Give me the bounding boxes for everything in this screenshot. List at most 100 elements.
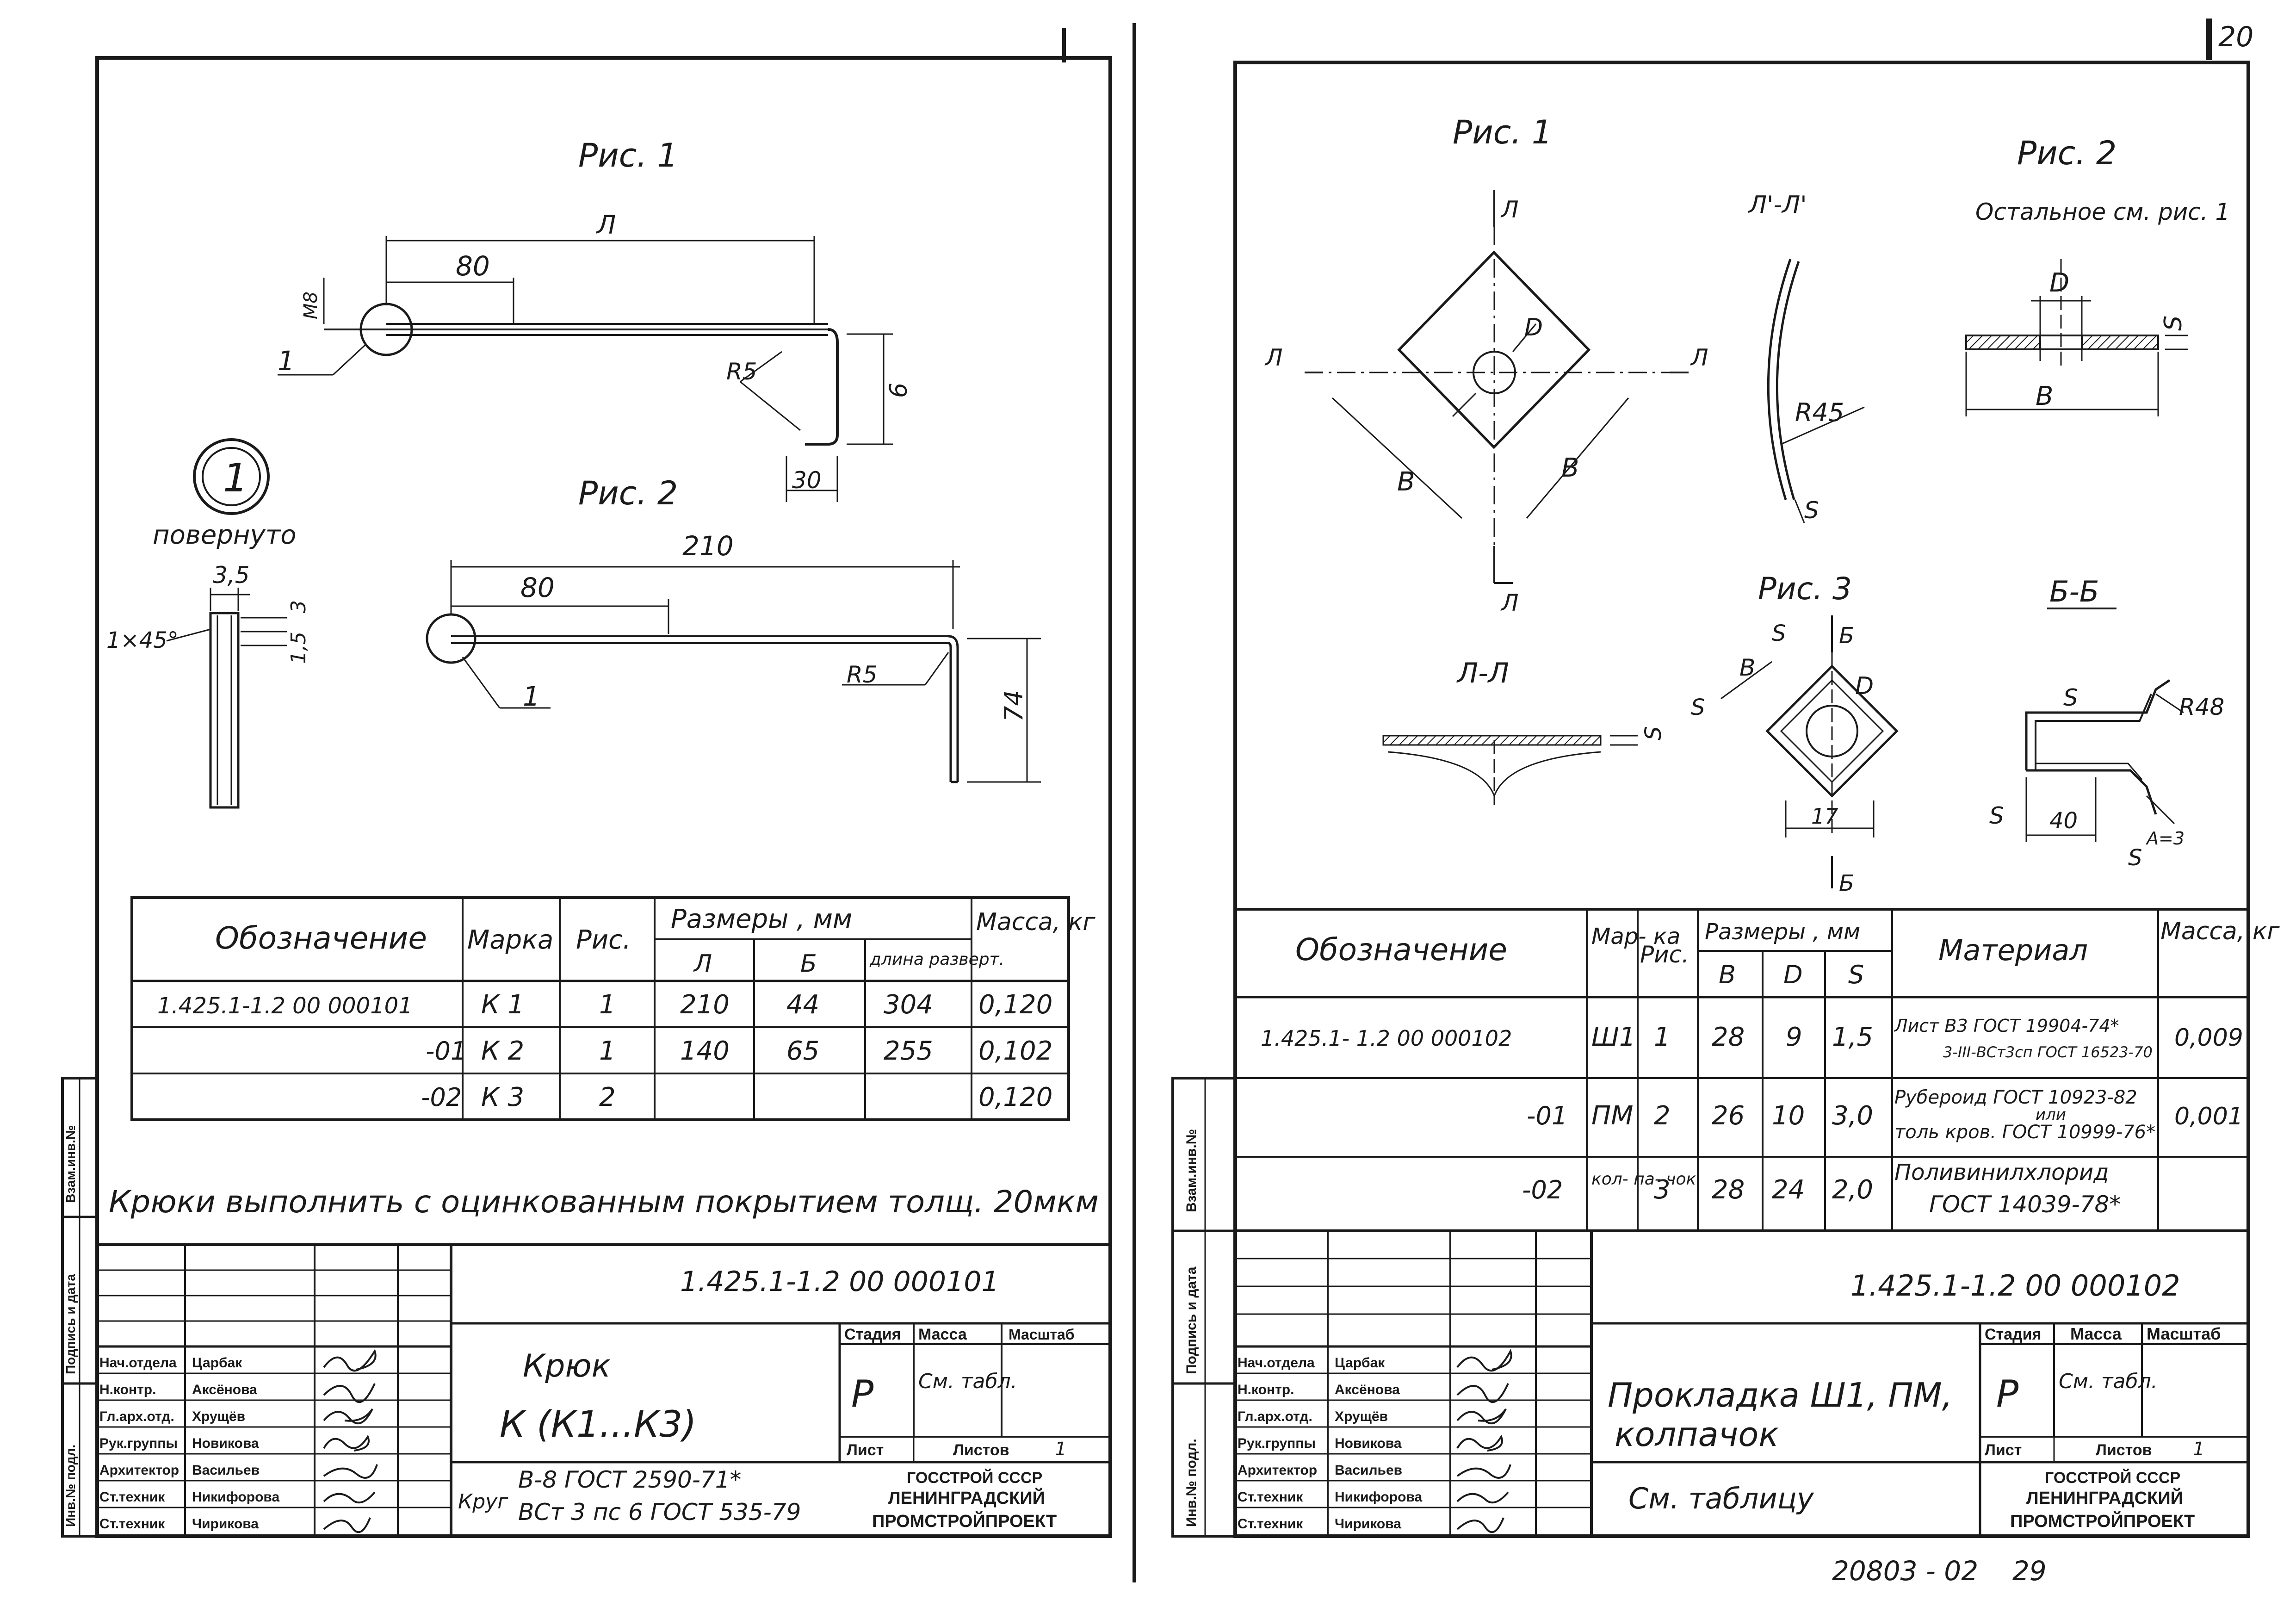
right-th-fig: Рис.	[1640, 941, 1689, 968]
right-sec-a1-r45: R45	[1795, 398, 1844, 427]
right-fig3-b-top: Б	[1839, 623, 1854, 649]
right-name-7: Чирикова	[1335, 1516, 1401, 1532]
left-th-len: длина разверт.	[869, 950, 1004, 969]
left-fig1-title: Рис. 1	[578, 136, 678, 174]
left-fig2-dim-74: 74	[999, 690, 1028, 722]
right-name-5: Васильев	[1335, 1463, 1402, 1478]
left-stamp-org3: ПРОМСТРОЙПРОЕКТ	[872, 1510, 1057, 1531]
left-name-5: Васильев	[192, 1463, 260, 1478]
left-th-dims: Размеры , мм	[671, 904, 852, 934]
right-signatures	[1456, 1348, 1512, 1533]
left-name-2: Аксёнова	[192, 1382, 257, 1397]
right-row3-mat1: Поливинилхлорид	[1894, 1160, 2109, 1185]
right-stamp-name3: См. таблицу	[1628, 1482, 1814, 1515]
left-stamp-name1: Крюк	[523, 1348, 611, 1384]
left-row2-b: 65	[786, 1036, 819, 1066]
right-fig2-b: В	[2036, 381, 2053, 411]
right-row3-fig: 3	[1654, 1175, 1671, 1205]
left-note: Крюки выполнить с оцинкованным покрытием…	[109, 1184, 1099, 1220]
left-fig2-leader-1: 1	[523, 681, 540, 712]
right-sec-a1-s: S	[1804, 497, 1819, 524]
left-name-4: Новикова	[192, 1436, 259, 1451]
right-row1-mass: 0,009	[2174, 1024, 2243, 1052]
right-role-7: Ст.техник	[1238, 1516, 1303, 1532]
right-fig2-title: Рис. 2	[2017, 134, 2117, 172]
left-side-2: Подпись и дата	[63, 1274, 78, 1374]
right-sec-bb-title: Б-Б	[2049, 575, 2099, 608]
right-role-4: Рук.группы	[1238, 1436, 1316, 1451]
right-th-mark: Мар- ка	[1591, 924, 1680, 949]
right-row1-d: 9	[1786, 1022, 1802, 1052]
left-role-1: Нач.отдела	[99, 1355, 177, 1371]
left-stamp-mass-h: Масса	[918, 1326, 967, 1343]
left-row1-a: 210	[680, 990, 730, 1020]
right-sheet: Рис. 1 Л Л Л Л D В В Л'-Л'	[1171, 61, 2280, 1538]
left-fig1-dim-a: Л	[596, 210, 616, 240]
right-stamp-sheet: Лист	[1985, 1441, 2022, 1459]
left-role-5: Архитектор	[99, 1463, 179, 1478]
right-row2-d: 10	[1772, 1101, 1805, 1131]
left-fig2-r5: R5	[847, 661, 878, 688]
right-row2-mat-or: или	[2036, 1105, 2066, 1124]
left-row3-fig: 2	[599, 1082, 616, 1112]
right-sec-bb-ang: А=3	[2145, 828, 2185, 849]
right-name-4: Новикова	[1335, 1436, 1402, 1451]
left-detail-pin	[166, 588, 287, 809]
right-stamp-mass: См. табл.	[2059, 1370, 2158, 1393]
left-fig2-dim-80: 80	[520, 572, 555, 603]
right-row1-mat1: Лист В3 ГОСТ 19904-74*	[1894, 1016, 2119, 1036]
right-fig2-d: D	[2049, 268, 2069, 298]
right-fig3-title: Рис. 3	[1758, 571, 1852, 607]
left-name-6: Никифорова	[192, 1489, 279, 1505]
left-fig2-dim-210: 210	[682, 530, 734, 562]
right-stamp-name1: Прокладка Ш1, ПМ,	[1608, 1376, 1953, 1414]
right-row2-mat2: толь кров. ГОСТ 10999-76*	[1894, 1122, 2155, 1143]
left-detail-dim-35: 3,5	[213, 562, 250, 589]
right-fig1-plate	[1305, 190, 1689, 584]
left-signatures	[323, 1349, 378, 1533]
right-row1-mark: Ш1	[1591, 1022, 1636, 1052]
left-role-3: Гл.арх.отд.	[99, 1409, 174, 1424]
right-stamp-sheets-n: 1	[2193, 1439, 2204, 1460]
left-row1-b: 44	[786, 990, 819, 1020]
right-th-mass: Масса, кг	[2160, 918, 2280, 945]
right-row3-designation: -02	[1522, 1175, 1563, 1204]
left-row3-mark: К 3	[481, 1082, 524, 1112]
right-row2-fig: 2	[1654, 1101, 1671, 1131]
left-stamp-stage: Р	[851, 1372, 874, 1415]
right-sec-aa-s: S	[1640, 726, 1666, 740]
left-th-b: Б	[800, 950, 817, 978]
right-th-d: D	[1783, 960, 1803, 989]
left-side-strip	[61, 1077, 99, 1538]
right-row3-mark: кол- па- чок	[1591, 1170, 1696, 1189]
left-stamp-code: 1.425.1-1.2 00 000101	[680, 1266, 999, 1298]
left-stamp-grid	[97, 1243, 1110, 1536]
right-name-6: Никифорова	[1335, 1489, 1422, 1505]
right-fig2-s: S	[2160, 316, 2187, 331]
left-fig1-dim-80: 80	[456, 250, 490, 282]
right-stamp-code: 1.425.1-1.2 00 000102	[1850, 1269, 2180, 1303]
left-th-designation: Обозначение	[215, 920, 427, 956]
right-sec-bb-s1: S	[2063, 684, 2078, 711]
right-side-strip	[1171, 1077, 1237, 1538]
right-row3-s: 2,0	[1832, 1175, 1873, 1205]
right-fig1-sec-a-left: Л	[1264, 344, 1283, 371]
right-fig2-sub: Остальное см. рис. 1	[1975, 199, 2230, 225]
right-fig1-b1: В	[1397, 467, 1415, 497]
right-fig1-sec-a-top: Л	[1500, 196, 1519, 223]
right-fig1-d: D	[1524, 314, 1543, 341]
right-fig3-cap	[1720, 615, 1899, 888]
left-fig2-hook	[426, 560, 1041, 783]
left-name-3: Хрущёв	[192, 1409, 245, 1424]
right-name-1: Царбак	[1335, 1355, 1385, 1371]
right-stamp-stage-h: Стадия	[1985, 1326, 2041, 1343]
right-table-grid	[1235, 908, 2248, 1232]
right-stamp-sheets: Листов	[2096, 1441, 2152, 1459]
left-row3-designation: -02	[421, 1083, 462, 1112]
right-fig3-s2: S	[1691, 695, 1705, 720]
left-stamp-sheets: Листов	[953, 1441, 1009, 1459]
right-sec-bb-r48: R48	[2179, 694, 2224, 720]
corner-number: 20	[2218, 21, 2253, 53]
left-fig1-r5: R5	[726, 358, 757, 385]
left-fig1-leader-1: 1	[278, 345, 295, 377]
